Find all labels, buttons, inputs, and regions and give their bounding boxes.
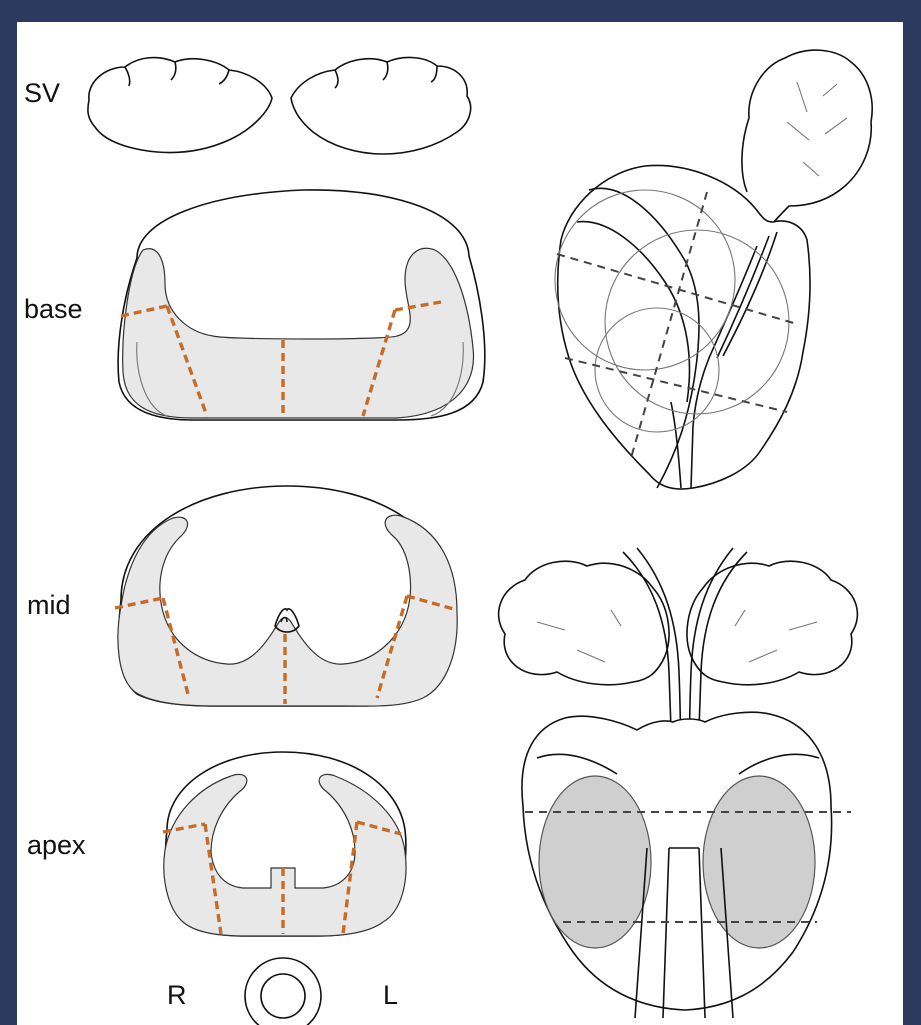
label-right: R (167, 982, 187, 1009)
coronal-view (499, 548, 858, 1018)
label-sv: SV (24, 80, 60, 107)
figure-panel: SV base mid apex R L (17, 22, 903, 1025)
mid-slice (115, 486, 457, 706)
apex-slice (163, 752, 406, 936)
sagittal-view (555, 50, 872, 489)
base-slice (118, 190, 485, 420)
label-mid: mid (27, 592, 71, 619)
seminal-vesicle-left (291, 57, 471, 154)
label-base: base (24, 296, 83, 323)
prostate-diagram (17, 22, 903, 1025)
label-apex: apex (27, 832, 86, 859)
urethra-orientation-marker (245, 958, 321, 1025)
seminal-vesicle-right (88, 58, 272, 153)
seminal-vesicles-section (88, 57, 471, 154)
label-left: L (383, 982, 398, 1009)
coronal-seminal-vesicle-right (499, 561, 669, 685)
